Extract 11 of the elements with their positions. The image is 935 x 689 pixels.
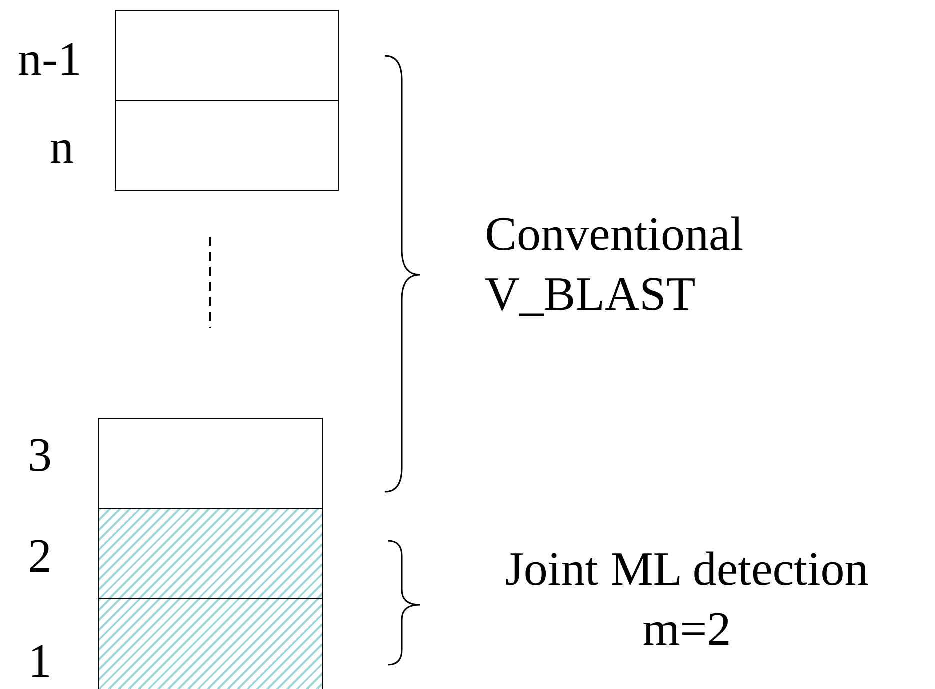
layer-box	[115, 10, 339, 101]
group-label: Conventional V_BLAST	[485, 207, 745, 323]
layer-number: 2	[28, 533, 52, 581]
layer-number: 1	[28, 638, 52, 686]
layer-number: n	[50, 124, 74, 172]
group-label: Joint ML detection m=2	[504, 542, 870, 658]
hatched-layer-box	[98, 508, 323, 599]
hatched-layer-box	[98, 598, 323, 689]
layer-number: 3	[28, 432, 52, 480]
layer-box	[115, 100, 339, 191]
layer-number: n-1	[18, 36, 82, 84]
